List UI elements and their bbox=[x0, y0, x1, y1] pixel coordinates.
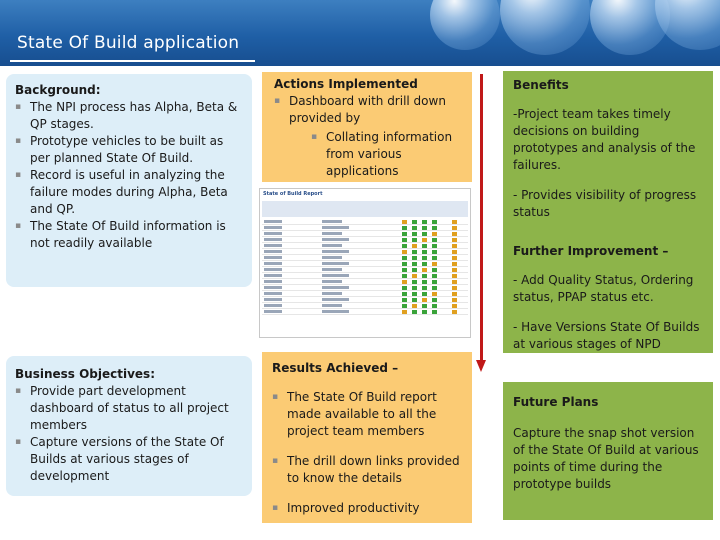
background-panel: Background: The NPI process has Alpha, B… bbox=[6, 74, 252, 287]
list-item: The drill down links provided to know th… bbox=[272, 453, 464, 487]
future-plans-panel: Future Plans Capture the snap shot versi… bbox=[503, 382, 713, 520]
decorative-orb bbox=[500, 0, 590, 55]
actions-list: Dashboard with drill down provided by Co… bbox=[274, 93, 464, 180]
report-row bbox=[262, 267, 468, 273]
actions-panel: Actions Implemented Dashboard with drill… bbox=[262, 72, 472, 182]
report-row bbox=[262, 219, 468, 225]
benefit-text: - Provides visibility of progress status bbox=[513, 188, 697, 219]
business-objectives-title: Business Objectives: bbox=[15, 367, 155, 381]
list-item: The NPI process has Alpha, Beta & QP sta… bbox=[15, 99, 244, 133]
actions-item-text: Dashboard with drill down provided by bbox=[289, 94, 446, 125]
list-item: The State Of Build information is not re… bbox=[15, 218, 244, 252]
page-title: State Of Build application bbox=[17, 33, 240, 53]
improvement-text: - Add Quality Status, Ordering status, P… bbox=[513, 273, 694, 304]
results-panel: Results Achieved – The State Of Build re… bbox=[262, 352, 472, 523]
list-item: Capture versions of the State Of Builds … bbox=[15, 434, 244, 485]
report-row bbox=[262, 279, 468, 285]
further-improvement-title: Further Improvement – bbox=[513, 244, 669, 258]
report-row bbox=[262, 297, 468, 303]
list-item: Dashboard with drill down provided by Co… bbox=[274, 93, 464, 180]
benefits-panel: Benefits -Project team takes timely deci… bbox=[503, 71, 713, 353]
future-plans-text: Capture the snap shot version of the Sta… bbox=[513, 426, 699, 491]
decorative-orb bbox=[655, 0, 720, 50]
actions-sublist: Collating information from various appli… bbox=[311, 129, 464, 180]
report-row bbox=[262, 225, 468, 231]
list-item: Prototype vehicles to be built as per pl… bbox=[15, 133, 244, 167]
report-row bbox=[262, 243, 468, 249]
report-row bbox=[262, 261, 468, 267]
business-objectives-list: Provide part development dashboard of st… bbox=[15, 383, 244, 485]
report-screenshot-title: State of Build Report bbox=[263, 191, 323, 197]
report-row bbox=[262, 303, 468, 309]
report-row bbox=[262, 273, 468, 279]
title-underline bbox=[10, 60, 255, 62]
background-list: The NPI process has Alpha, Beta & QP sta… bbox=[15, 99, 244, 252]
flow-arrow-line bbox=[480, 74, 483, 364]
decorative-orb bbox=[430, 0, 500, 50]
header-banner: State Of Build application bbox=[0, 0, 720, 66]
actions-title: Actions Implemented bbox=[274, 77, 418, 91]
report-row bbox=[262, 309, 468, 315]
report-row bbox=[262, 255, 468, 261]
benefits-title: Benefits bbox=[513, 78, 569, 92]
report-row bbox=[262, 291, 468, 297]
list-item: Provide part development dashboard of st… bbox=[15, 383, 244, 434]
list-item: The State Of Build report made available… bbox=[272, 389, 464, 440]
list-item: Collating information from various appli… bbox=[311, 129, 464, 180]
report-screenshot: State of Build Report bbox=[259, 188, 471, 338]
results-title: Results Achieved – bbox=[272, 361, 399, 375]
improvement-text: - Have Versions State Of Builds at vario… bbox=[513, 320, 700, 351]
report-row bbox=[262, 231, 468, 237]
report-rows bbox=[262, 219, 468, 315]
flow-arrow-head bbox=[476, 360, 486, 372]
report-header-row bbox=[262, 201, 468, 217]
report-row bbox=[262, 249, 468, 255]
list-item: Record is useful in analyzing the failur… bbox=[15, 167, 244, 218]
results-list: The State Of Build report made available… bbox=[272, 389, 464, 517]
future-plans-title: Future Plans bbox=[513, 395, 599, 409]
report-row bbox=[262, 237, 468, 243]
benefit-text: -Project team takes timely decisions on … bbox=[513, 107, 696, 172]
background-title: Background: bbox=[15, 83, 101, 97]
list-item: Improved productivity bbox=[272, 500, 464, 517]
business-objectives-panel: Business Objectives: Provide part develo… bbox=[6, 356, 252, 496]
report-row bbox=[262, 285, 468, 291]
